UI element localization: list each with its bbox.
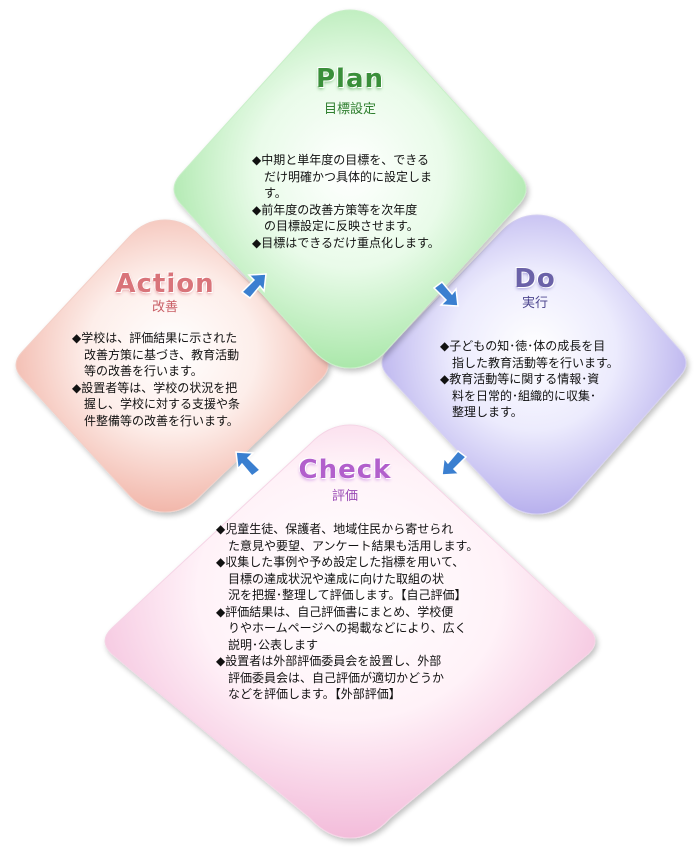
action-subtitle: 改善 — [151, 300, 178, 315]
action-title: Action — [115, 269, 215, 299]
check-body: ◆児童生徒、保護者、地域住民から寄せられ た意見や要望、アンケート結果も活用しま… — [216, 521, 516, 703]
do-title: Do — [514, 264, 556, 294]
do-item: ◆教育活動等に関する情報･資 料を日常的･組織的に収集･ 整理します。 — [440, 372, 600, 419]
action-item: ◆設置者等は、学校の状況を把 握し、学校に対する支援や条 件整備等の改善を行いま… — [72, 380, 241, 428]
check-subtitle: 評価 — [331, 489, 358, 504]
check-title: Check — [298, 455, 392, 485]
arrow-up-right-icon — [240, 273, 267, 300]
plan-title: Plan — [315, 64, 385, 94]
plan-item: ◆目標はできるだけ重点化します。 — [252, 235, 440, 250]
plan-item: ◆中期と単年度の目標を、できる だけ明確かつ具体的に設定しま す。 — [252, 153, 433, 200]
do-diamond — [381, 214, 687, 515]
check-item: ◆設置者は外部評価委員会を設置し、外部 評価委員会は、自己評価が適切かどうか な… — [216, 654, 445, 701]
arrow-up-left-icon — [235, 451, 262, 478]
plan-item: ◆前年度の改善方策等を次年度 の目標設定に反映させます。 — [252, 202, 419, 234]
action-item: ◆学校は、評価結果に示された 改善方策に基づき、教育活動 等の改善を行います。 — [72, 331, 240, 378]
do-item: ◆子どもの知･徳･体の成長を目 指した教育活動等を行います。 — [440, 339, 619, 370]
plan-body: ◆中期と単年度の目標を、できる だけ明確かつ具体的に設定しま す。 ◆前年度の改… — [252, 152, 482, 251]
arrow-down-left-icon — [441, 449, 468, 476]
check-item: ◆収集した事例や予め設定した指標を用いて、 目標の達成状況や達成に向けた取組の状… — [216, 555, 467, 602]
check-diamond — [104, 424, 596, 839]
arrow-down-right-icon — [432, 280, 459, 307]
do-subtitle: 実行 — [521, 296, 548, 311]
plan-subtitle: 目標設定 — [323, 102, 376, 117]
check-item: ◆児童生徒、保護者、地域住民から寄せられ た意見や要望、アンケート結果も活用しま… — [216, 522, 479, 553]
check-item: ◆評価結果は、自己評価書にまとめ、学校便 りやホームページへの掲載などにより、広… — [216, 604, 467, 652]
do-body: ◆子どもの知･徳･体の成長を目 指した教育活動等を行います。 ◆教育活動等に関す… — [440, 338, 665, 421]
action-body: ◆学校は、評価結果に示された 改善方策に基づき、教育活動 等の改善を行います。 … — [72, 330, 302, 429]
